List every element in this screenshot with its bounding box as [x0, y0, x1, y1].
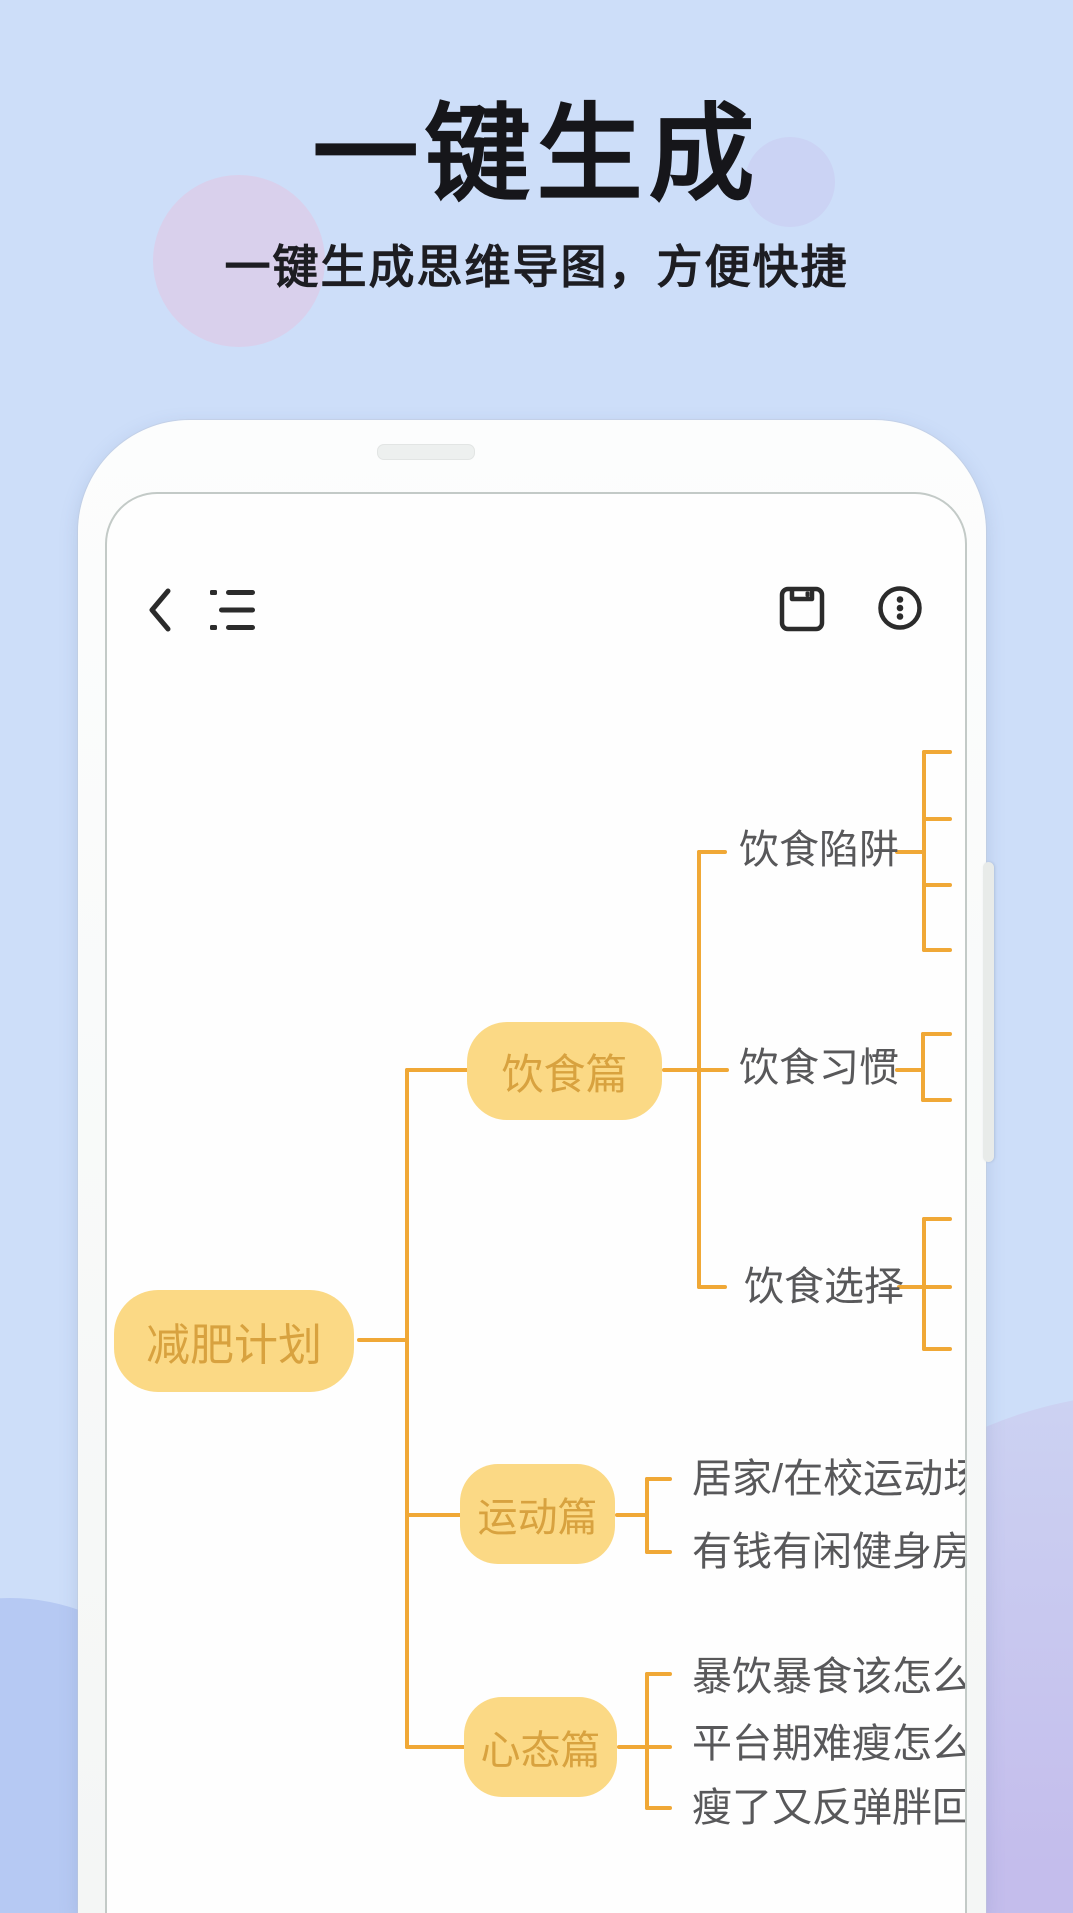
connector-leaf-diet-choice	[697, 1285, 727, 1289]
stub-diet-habit-1	[921, 1032, 952, 1036]
connector-diet-habit-sub	[895, 1068, 923, 1072]
connector-leaf-rebound	[645, 1806, 672, 1810]
connector-branch2-bracket	[615, 1513, 647, 1517]
more-options-icon[interactable]	[877, 585, 923, 631]
mindmap-branch-diet[interactable]: 饮食篇	[467, 1022, 662, 1120]
connector-leaf-binge	[645, 1672, 672, 1676]
leaf-diet-choice[interactable]: 饮食选择	[744, 1265, 904, 1309]
back-icon[interactable]	[145, 586, 175, 634]
connector-leaf-diet-trap	[697, 850, 727, 854]
leaf-gym[interactable]: 有钱有闲健身房	[692, 1530, 967, 1574]
stub-diet-choice-2	[922, 1347, 952, 1351]
leaf-rebound[interactable]: 瘦了又反弹胖回	[692, 1786, 967, 1830]
connector-trunk	[405, 1068, 409, 1749]
connector-trunk-branch2	[405, 1513, 462, 1517]
bracket-diet-choice-sub	[922, 1217, 926, 1351]
branch-diet-label: 饮食篇	[501, 1050, 628, 1098]
leaf-diet-trap[interactable]: 饮食陷阱	[739, 828, 899, 872]
stub-diet-trap-3	[922, 883, 952, 887]
app-screen: 减肥计划 饮食篇 运动篇 心态篇 饮食陷阱 饮食习惯 饮食选择 居家/在校运动场…	[105, 492, 967, 1913]
phone-speaker	[377, 444, 475, 460]
outline-list-icon[interactable]	[210, 587, 256, 633]
mindmap-root-node[interactable]: 减肥计划	[114, 1290, 354, 1392]
connector-branch3-bracket	[617, 1745, 672, 1749]
stub-diet-trap-1	[922, 750, 952, 754]
connector-root-trunk	[357, 1338, 409, 1342]
connector-leaf-home-workout	[645, 1477, 672, 1481]
page-subtitle: 一键生成思维导图，方便快捷	[224, 241, 849, 293]
stub-diet-habit-2	[921, 1098, 952, 1102]
bracket-diet-trap-sub	[922, 750, 926, 952]
mindmap-branch-exercise[interactable]: 运动篇	[460, 1464, 615, 1564]
connector-leaf-gym	[645, 1550, 672, 1554]
mindmap-branch-mindset[interactable]: 心态篇	[464, 1697, 617, 1797]
stub-diet-trap-4	[922, 948, 952, 952]
connector-branch1-bracket	[662, 1068, 699, 1072]
phone-side-button	[983, 862, 994, 1162]
stub-diet-choice-1	[922, 1217, 952, 1221]
branch-exercise-label: 运动篇	[477, 1496, 598, 1540]
leaf-diet-habit[interactable]: 饮食习惯	[739, 1046, 899, 1090]
leaf-home-workout[interactable]: 居家/在校运动场	[692, 1457, 967, 1501]
connector-leaf-diet-habit	[697, 1068, 729, 1072]
bracket-branch2	[645, 1477, 649, 1554]
connector-trunk-branch3	[405, 1745, 466, 1749]
page-title: 一键生成	[312, 96, 761, 214]
leaf-binge-eating[interactable]: 暴饮暴食该怎么	[692, 1655, 967, 1699]
connector-diet-trap-sub	[895, 850, 924, 854]
leaf-plateau[interactable]: 平台期难瘦怎么	[692, 1722, 967, 1766]
decor-circle-pink	[153, 175, 325, 347]
root-node-label: 减肥计划	[146, 1321, 322, 1370]
stub-diet-trap-2	[922, 817, 952, 821]
bracket-branch3	[645, 1672, 649, 1810]
decor-circle-top-right	[745, 137, 835, 227]
branch-mindset-label: 心态篇	[480, 1729, 601, 1773]
hero: 一键生成 一键生成思维导图，方便快捷	[0, 0, 1073, 294]
save-icon[interactable]	[779, 586, 825, 632]
bracket-diet-habit-sub	[921, 1032, 925, 1102]
connector-trunk-branch1	[405, 1068, 469, 1072]
